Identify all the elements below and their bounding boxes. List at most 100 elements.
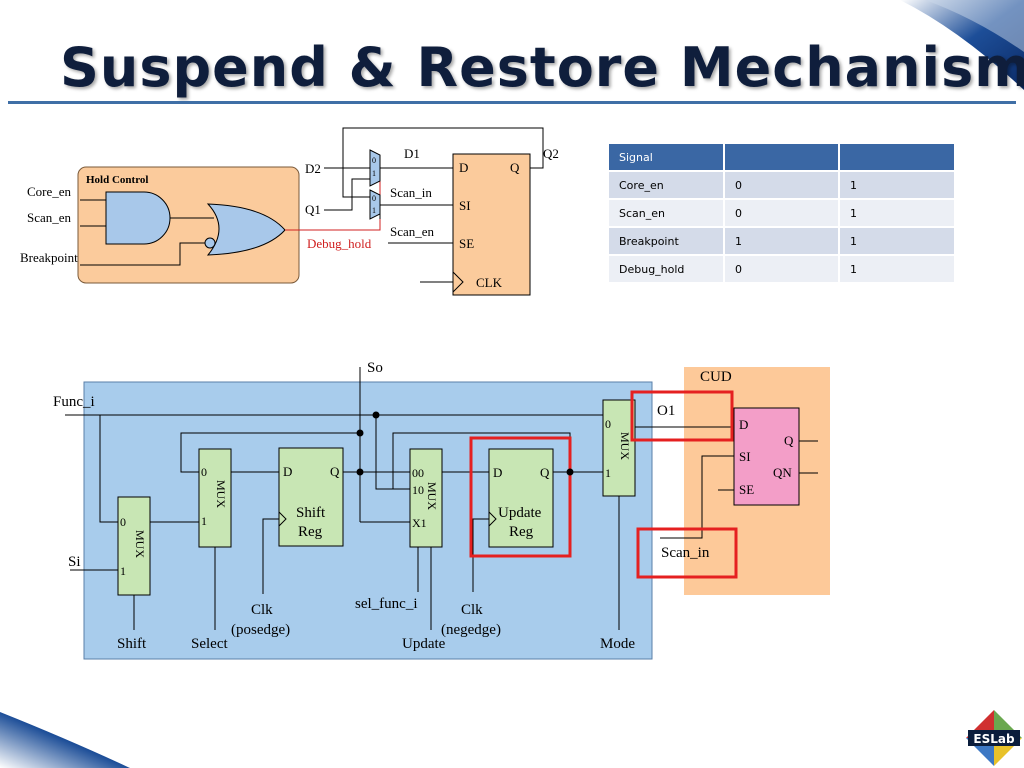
mux-1-input-0: 0 xyxy=(120,515,126,529)
breakpoint-label: Breakpoint xyxy=(20,250,78,265)
q2-feedback-wire xyxy=(342,127,544,198)
table-cell: 0 xyxy=(724,254,840,282)
table-cell: 1 xyxy=(839,170,956,199)
signal-table: Signal Core_en 0 1 Scan_en 0 1 Breakpoin… xyxy=(609,144,956,282)
ff-pin-clk: CLK xyxy=(476,275,503,290)
update-reg-pin-d: D xyxy=(493,465,502,480)
update-reg-pin-q: Q xyxy=(540,465,550,480)
o1-highlight xyxy=(630,390,734,442)
slide-title: Suspend & Restore Mechanism xyxy=(60,36,1024,99)
scan-in-label-top: Scan_in xyxy=(390,185,432,200)
sel-func-i-label: sel_func_i xyxy=(355,596,417,612)
shift-label: Shift xyxy=(117,636,147,652)
scan-en-label: Scan_en xyxy=(27,210,72,225)
table-cell: Core_en xyxy=(609,170,725,199)
cud-pin-q: Q xyxy=(784,433,794,448)
title-underline xyxy=(8,101,1016,104)
scan-in-highlight xyxy=(636,527,738,579)
mux-4-label: MUX xyxy=(618,432,632,460)
or-gate xyxy=(206,203,286,256)
mux-4-input-0: 0 xyxy=(605,417,611,431)
shift-reg xyxy=(278,447,344,547)
junction-dot xyxy=(372,411,380,419)
table-header-cell: Signal xyxy=(609,144,725,171)
wire xyxy=(99,415,118,523)
ff-pin-si: SI xyxy=(459,198,471,213)
debug-hold-wire xyxy=(285,168,381,231)
mux-2-label: MUX xyxy=(214,480,228,508)
corner-swoosh-top-right-light xyxy=(925,0,1024,52)
table-cell: 1 xyxy=(839,226,956,255)
mux-top-input-1: 1 xyxy=(372,169,376,178)
q2-label: Q2 xyxy=(543,146,559,161)
shift-reg-pin-q: Q xyxy=(330,464,340,479)
table-cell: Debug_hold xyxy=(609,254,725,282)
mux-3-input-00: 00 xyxy=(412,466,424,480)
table-row: Core_en 0 1 xyxy=(609,170,956,199)
ff-pin-se: SE xyxy=(459,236,474,251)
table-row: Breakpoint 1 1 xyxy=(609,226,956,255)
mux-1-input-1: 1 xyxy=(120,564,126,578)
update-reg xyxy=(488,448,554,548)
mux-1-label: MUX xyxy=(133,530,147,558)
negedge-label: (negedge) xyxy=(441,622,501,638)
logo-text: ESLab xyxy=(973,732,1015,746)
shift-reg-label-2: Reg xyxy=(298,524,323,540)
wire xyxy=(262,518,279,594)
ff-pin-q: Q xyxy=(510,160,520,175)
cud-pin-si: SI xyxy=(739,449,751,464)
inverter-bubble xyxy=(204,237,216,249)
update-reg-label-2: Reg xyxy=(509,524,534,540)
table-cell: 1 xyxy=(839,198,956,227)
cud-pin-se: SE xyxy=(739,482,754,497)
so-label: So xyxy=(367,360,383,376)
mux-2 xyxy=(198,448,232,548)
scan-in-label-cud: Scan_in xyxy=(661,545,710,561)
mux-3-label: MUX xyxy=(425,482,439,510)
table-row: Debug_hold 0 1 xyxy=(609,254,956,282)
wire xyxy=(324,178,370,211)
table-cell: 1 xyxy=(724,226,840,255)
hold-control-label: Hold Control xyxy=(86,174,148,186)
update-label: Update xyxy=(402,636,446,652)
d2-label: D2 xyxy=(305,161,321,176)
mux-top xyxy=(369,149,381,187)
table-header-cell xyxy=(839,144,956,171)
mode-label: Mode xyxy=(600,636,635,652)
mux-4 xyxy=(602,399,636,497)
eslab-logo: ESLab xyxy=(966,710,1022,766)
func-i-label: Func_i xyxy=(53,394,95,410)
table-cell: Scan_en xyxy=(609,198,725,227)
clk-posedge-label: Clk xyxy=(251,602,273,618)
table-header-row: Signal xyxy=(609,144,956,171)
mux-bottom-input-1: 1 xyxy=(372,206,376,215)
select-label: Select xyxy=(191,636,228,652)
cud-flip-flop xyxy=(733,407,800,506)
mux-3 xyxy=(409,448,443,548)
table-cell: 0 xyxy=(724,170,840,199)
wire xyxy=(180,432,360,473)
clk-negedge-label: Clk xyxy=(461,602,483,618)
mux-3-input-10: 10 xyxy=(412,483,424,497)
ff-pin-d: D xyxy=(459,160,468,175)
corner-swoosh-bottom-left-shape xyxy=(0,712,130,768)
table-cell: Breakpoint xyxy=(609,226,725,255)
cud-label: CUD xyxy=(700,369,732,385)
shift-reg-label-1: Shift xyxy=(296,505,326,521)
wire xyxy=(472,518,489,592)
junction-dot xyxy=(356,468,364,476)
wire xyxy=(80,242,205,266)
mux-bottom-input-0: 0 xyxy=(372,194,376,203)
update-reg-label-1: Update xyxy=(498,505,542,521)
core-en-label: Core_en xyxy=(27,184,72,199)
junction-dot xyxy=(356,429,364,437)
clock-triangle xyxy=(452,271,464,293)
scan-chain-box xyxy=(83,381,653,660)
mux-2-input-1: 1 xyxy=(201,514,207,528)
update-reg-highlight xyxy=(469,436,572,558)
clock-triangle xyxy=(488,511,497,527)
